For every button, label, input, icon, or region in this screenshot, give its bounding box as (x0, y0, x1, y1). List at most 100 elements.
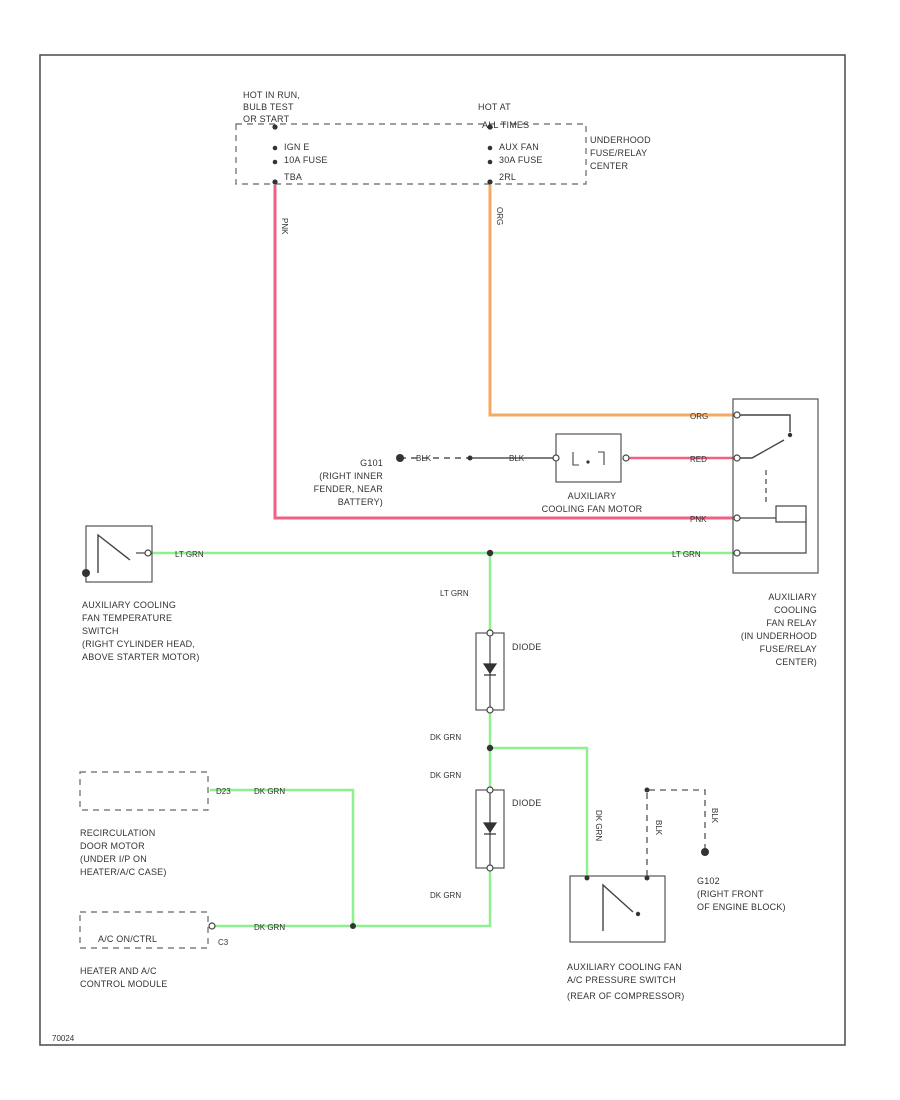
motor-terminal-right (622, 454, 630, 462)
motor-winding-icon (572, 451, 605, 466)
ground-g102-icon (701, 848, 709, 856)
pressure-switch-splice (644, 787, 650, 793)
pressure-switch-terminal-right (644, 875, 650, 881)
relay-wire-pnk: PNK (690, 515, 707, 524)
pressure-switch-wire-dkgrn: DK GRN (594, 810, 603, 841)
pressure-switch-line2: A/C PRESSURE SWITCH (567, 975, 676, 985)
fuse-center-label-line1: UNDERHOOD (590, 135, 651, 145)
relay-label-line5: FUSE/RELAY (760, 644, 817, 654)
diode-2-label: DIODE (512, 798, 542, 808)
left-fuse-line2: 10A FUSE (284, 155, 328, 165)
temp-switch-line4: (RIGHT CYLINDER HEAD, (82, 639, 195, 649)
diode-2-terminal-top (486, 786, 494, 794)
left-header-line1: HOT IN RUN, (243, 90, 300, 100)
right-fuse-line1: AUX FAN (499, 142, 539, 152)
relay-label-line3: FAN RELAY (766, 618, 817, 628)
wire-label-org: ORG (495, 207, 504, 225)
ground-g101-line4: BATTERY) (338, 497, 383, 507)
relay-wire-org: ORG (690, 412, 708, 421)
wire-org (488, 185, 737, 417)
fuse-terminal-top-right (487, 124, 493, 130)
ground-g102-wire: BLK (710, 808, 719, 824)
relay-label-line2: COOLING (774, 605, 817, 615)
wire-dk-grn-switch (490, 746, 589, 876)
right-header-line1: HOT AT (478, 102, 511, 112)
relay-label-line4: (IN UNDERHOOD (741, 631, 817, 641)
relay-internals (733, 411, 807, 557)
pressure-switch-wire-blk: BLK (654, 820, 663, 836)
wire-label-dk-grn-2: DK GRN (430, 771, 461, 780)
ground-g101-wire: BLK (416, 454, 432, 463)
ground-g101-line2: (RIGHT INNER (319, 471, 383, 481)
pressure-switch-terminal-left (584, 875, 590, 881)
module-terminal (208, 922, 216, 930)
diode-1-terminal-bottom (486, 706, 494, 714)
relay-terminal-pnk (733, 514, 741, 522)
recirc-label-line2: DOOR MOTOR (80, 841, 145, 851)
wire-dk-grn-recirc (210, 788, 355, 926)
temp-switch-line3: SWITCH (82, 626, 119, 636)
pressure-switch-line3: (REAR OF COMPRESSOR) (567, 991, 685, 1001)
relay-contact-line (740, 414, 791, 432)
right-header-line2: ALL TIMES (482, 120, 529, 130)
relay-wire-ltgrn: LT GRN (672, 550, 701, 559)
diode-2-terminal-bottom (486, 864, 494, 872)
pressure-switch-box (569, 875, 666, 943)
relay-coil-path (740, 517, 807, 554)
fan-relay-box (732, 398, 819, 574)
ground-g101-line1: G101 (360, 458, 383, 468)
temp-switch-ground-icon (82, 569, 90, 577)
fuse-terminal-top-left (272, 124, 278, 130)
relay-label-line6: CENTER) (776, 657, 817, 667)
recirc-label-line3: (UNDER I/P ON (80, 854, 147, 864)
splice-blk (467, 455, 473, 461)
diagram-frame (39, 54, 846, 1046)
wire-label-dk-grn-1: DK GRN (430, 733, 461, 742)
diode-1-terminal-top (486, 629, 494, 637)
left-fuse-line1: IGN E (284, 142, 310, 152)
relay-terminal-org (733, 411, 741, 419)
splice-lt-grn (486, 549, 494, 557)
temp-switch-arm (97, 533, 131, 573)
recirc-pin: D23 (216, 787, 231, 796)
relay-wire-red: RED (690, 455, 707, 464)
motor-terminal-left (552, 454, 560, 462)
control-module-box (79, 911, 209, 949)
relay-arm (740, 439, 785, 459)
motor-wire-blk: BLK (509, 454, 525, 463)
fuse-relay-center-box (235, 123, 587, 185)
wire-blk-switch (646, 789, 706, 876)
fuse-center-label-line2: FUSE/RELAY (590, 148, 647, 158)
relay-terminal-ltgrn (733, 549, 741, 557)
module-label-line2: CONTROL MODULE (80, 979, 167, 989)
temp-switch-line5: ABOVE STARTER MOTOR) (82, 652, 200, 662)
fuse-center-label-line3: CENTER (590, 161, 629, 171)
motor-label-line2: COOLING FAN MOTOR (542, 504, 643, 514)
wire-label-pnk: PNK (280, 218, 289, 235)
relay-terminal-red (733, 454, 741, 462)
ground-g101-line3: FENDER, NEAR (314, 484, 384, 494)
ground-g102-line2: (RIGHT FRONT (697, 889, 764, 899)
splice-dk-grn (486, 744, 494, 752)
relay-contact-dot (787, 432, 793, 438)
right-fuse-line2: 30A FUSE (499, 155, 543, 165)
fan-motor-box (555, 433, 622, 483)
temp-switch-box (85, 525, 153, 583)
right-circuit-label: 2RL (499, 172, 516, 182)
ground-g101-icon (396, 454, 404, 462)
motor-label-line1: AUXILIARY (568, 491, 617, 501)
control-module-box-label: A/C ON/CTRL (98, 934, 157, 944)
pressure-switch-line1: AUXILIARY COOLING FAN (567, 962, 682, 972)
recirc-motor-box (79, 771, 209, 811)
module-pin: C3 (218, 938, 229, 947)
recirc-label-line4: HEATER/A/C CASE) (80, 867, 167, 877)
ground-g102-line3: OF ENGINE BLOCK) (697, 902, 786, 912)
recirc-label-line1: RECIRCULATION (80, 828, 155, 838)
relay-label-line1: AUXILIARY (768, 592, 817, 602)
temp-switch-line1: AUXILIARY COOLING (82, 600, 176, 610)
left-header-line3: OR START (243, 114, 290, 124)
left-circuit-label: TBA (284, 172, 302, 182)
module-label-line1: HEATER AND A/C (80, 966, 157, 976)
diode-2-symbol-icon (482, 822, 498, 835)
